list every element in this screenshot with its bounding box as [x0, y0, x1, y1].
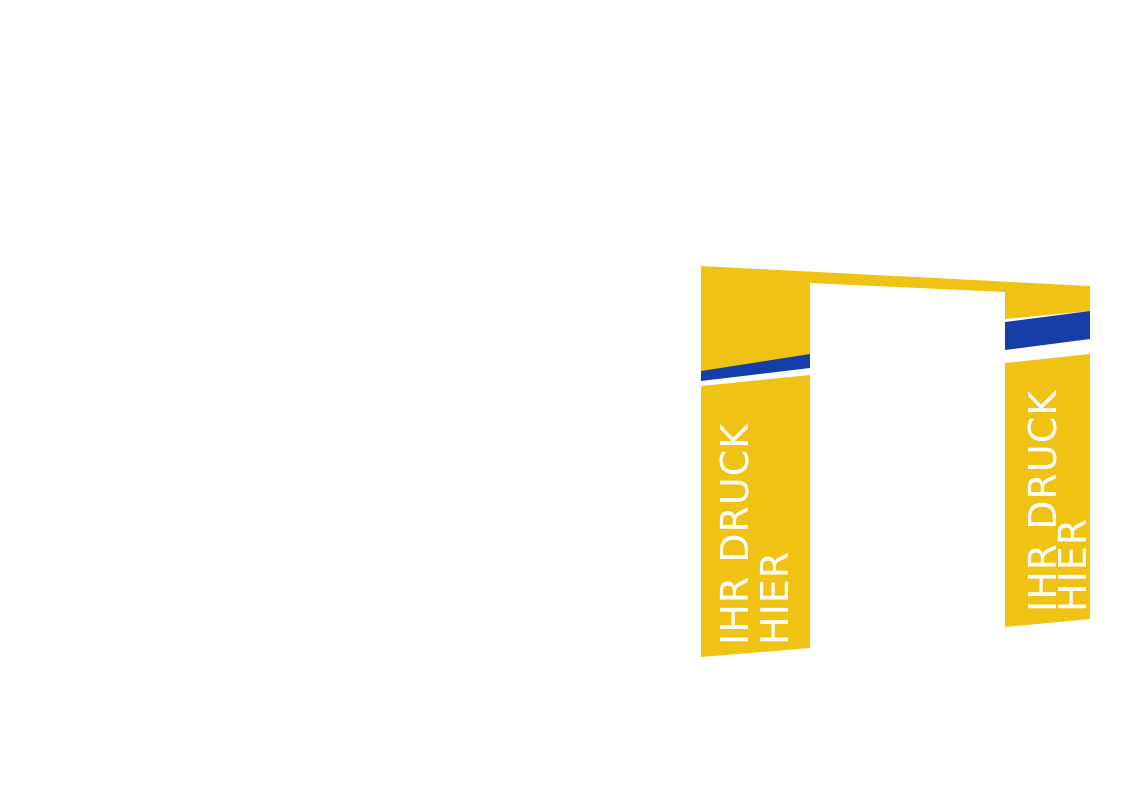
svg-text:IHR DRUCK HIER: IHR DRUCK HIER — [713, 410, 797, 645]
right-print-text-line2: HIER — [1051, 518, 1095, 612]
left-print-text-line2: HIER — [753, 551, 797, 645]
arch-top-beam — [701, 266, 1090, 372]
right-blue-stripe — [1005, 311, 1090, 350]
left-blue-stripe — [701, 354, 810, 381]
left-print-text: IHR DRUCK HIER — [713, 410, 797, 645]
left-print-text-line1: IHR DRUCK — [713, 423, 757, 645]
right-print-text: IHR DRUCK HIER — [1021, 377, 1095, 612]
right-print-text-line1: IHR DRUCK — [1021, 390, 1065, 612]
svg-text:IHR DRUCK HIER: IHR DRUCK HIER — [1021, 377, 1095, 612]
left-print-panel — [701, 375, 810, 657]
right-print-panel — [1005, 354, 1090, 627]
